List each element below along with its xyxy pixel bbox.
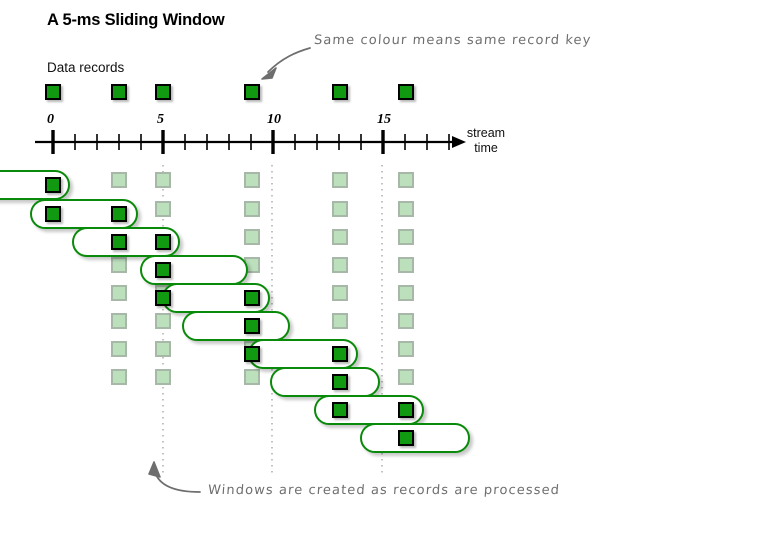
- ghost-record-square: [155, 369, 171, 385]
- ghost-record-square: [111, 172, 127, 188]
- ghost-record-square: [398, 369, 414, 385]
- window-record-square: [244, 346, 260, 362]
- annotation-arrows-group: [148, 47, 311, 493]
- ghost-record-square: [398, 201, 414, 217]
- window-record-square: [398, 430, 414, 446]
- ghost-record-square: [398, 172, 414, 188]
- window-record-square: [244, 290, 260, 306]
- window-record-square: [155, 290, 171, 306]
- ghost-record-square: [398, 229, 414, 245]
- ghost-record-square: [244, 229, 260, 245]
- ghost-record-square: [398, 285, 414, 301]
- window-record-square: [155, 262, 171, 278]
- ghost-record-square: [111, 313, 127, 329]
- window-record-square: [45, 177, 61, 193]
- axis-tick-label: 10: [267, 112, 281, 127]
- axis-arrowhead: [452, 136, 466, 148]
- ghost-record-square: [111, 257, 127, 273]
- data-record-square: [155, 84, 171, 100]
- ghost-record-square: [398, 313, 414, 329]
- ghost-record-square: [244, 369, 260, 385]
- data-record-square: [332, 84, 348, 100]
- sliding-window[interactable]: [182, 311, 290, 341]
- axis-tick-label: 15: [377, 112, 391, 127]
- window-record-square: [244, 318, 260, 334]
- data-record-square: [244, 84, 260, 100]
- ghost-record-square: [111, 341, 127, 357]
- ghost-record-square: [332, 201, 348, 217]
- axis-tick-label: 0: [47, 112, 54, 127]
- ghost-record-square: [244, 172, 260, 188]
- data-record-square: [111, 84, 127, 100]
- stream-time-caption: stream time: [456, 126, 516, 156]
- ghost-record-square: [155, 313, 171, 329]
- sliding-window[interactable]: [360, 423, 470, 453]
- arrow-same-colour: [267, 47, 311, 73]
- arrow-windows-created: [154, 471, 201, 493]
- window-record-square: [111, 234, 127, 250]
- ghost-record-square: [111, 369, 127, 385]
- ghost-record-square: [398, 341, 414, 357]
- sliding-window[interactable]: [270, 367, 380, 397]
- tick-label-group: 0 5 10 15: [47, 112, 391, 127]
- axis-group: [35, 130, 466, 154]
- window-record-square: [332, 346, 348, 362]
- ghost-record-square: [155, 201, 171, 217]
- window-record-square: [45, 206, 61, 222]
- stream-time-line1: stream: [466, 126, 506, 140]
- stream-time-line2: time: [474, 141, 498, 155]
- ghost-record-square: [398, 257, 414, 273]
- arrowhead-same-colour: [261, 67, 277, 80]
- ghost-record-square: [332, 172, 348, 188]
- ghost-record-square: [332, 229, 348, 245]
- window-record-square: [332, 374, 348, 390]
- window-record-square: [111, 206, 127, 222]
- axis-tick-label: 5: [157, 112, 164, 127]
- window-record-square: [398, 402, 414, 418]
- arrowhead-windows-created: [148, 461, 161, 478]
- data-record-square: [45, 84, 61, 100]
- ghost-record-square: [155, 172, 171, 188]
- ghost-record-square: [332, 257, 348, 273]
- ghost-record-square: [244, 201, 260, 217]
- ghost-record-square: [155, 341, 171, 357]
- data-records-label: Data records: [47, 60, 125, 75]
- ghost-record-square: [332, 313, 348, 329]
- data-record-square: [398, 84, 414, 100]
- page-title: A 5-ms Sliding Window: [47, 11, 225, 29]
- ghost-record-square: [332, 285, 348, 301]
- ghost-record-square: [111, 285, 127, 301]
- window-record-square: [155, 234, 171, 250]
- window-record-square: [332, 402, 348, 418]
